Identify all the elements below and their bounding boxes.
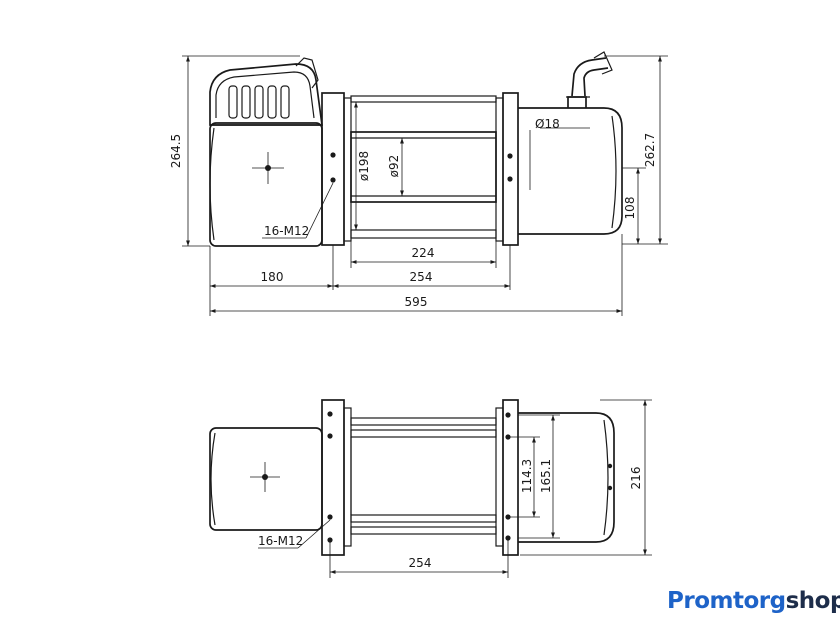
dim-drum-diameter: ø92 — [387, 155, 401, 178]
control-box — [209, 57, 323, 126]
cable-drum — [350, 95, 497, 239]
winch-side-view — [182, 51, 668, 316]
plan-right-plate — [495, 399, 519, 556]
bottom-view-dimensions — [258, 399, 652, 578]
plan-gearbox — [518, 412, 615, 543]
dim-width: 216 — [629, 467, 643, 490]
left-end-plate — [321, 92, 352, 246]
dim-base-right: 108 — [623, 197, 637, 220]
right-end-plate — [495, 92, 519, 246]
brand-logo-part1: Promtorg — [667, 588, 786, 614]
dim-height-left: 264.5 — [169, 134, 183, 168]
dim-height-right: 262.7 — [643, 133, 657, 167]
dim-bolt-spacing-a: 114.3 — [520, 459, 534, 493]
dim-drum-inner: 224 — [412, 246, 435, 260]
dim-plan-drum-length: 254 — [409, 556, 432, 570]
brand-logo-part2: shop — [785, 588, 840, 614]
dim-motor-length: 180 — [261, 270, 284, 284]
dim-drum-length: 254 — [410, 270, 433, 284]
label-bolts-top: 16-M12 — [264, 224, 309, 238]
plan-left-plate — [321, 399, 352, 556]
dim-flange-diameter: ø198 — [357, 151, 371, 181]
dim-cable-diameter: Ø18 — [535, 117, 560, 131]
dim-overall-length: 595 — [405, 295, 428, 309]
plan-drum — [350, 417, 497, 535]
label-bolts-bottom: 16-M12 — [258, 534, 303, 548]
plan-motor — [209, 427, 323, 531]
top-view-dimensions — [182, 55, 668, 316]
dim-bolt-spacing-b: 165.1 — [539, 459, 553, 493]
brand-logo: Promtorgshop — [667, 588, 840, 614]
winch-plan-view — [209, 399, 652, 578]
gearbox-housing — [518, 51, 623, 235]
